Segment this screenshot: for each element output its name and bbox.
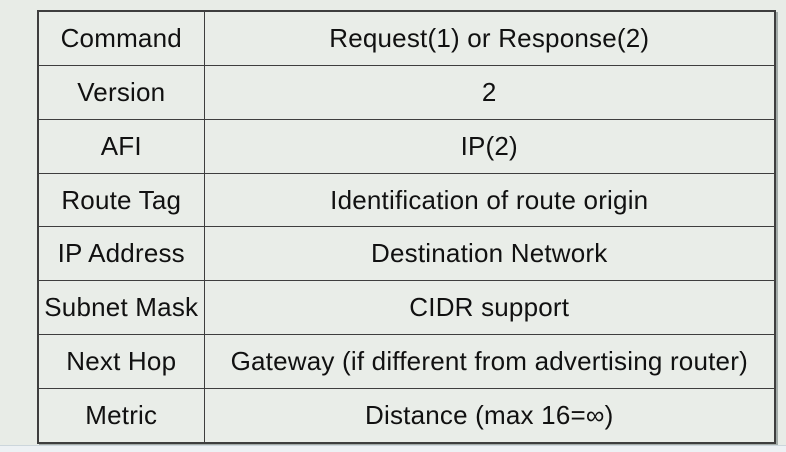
table-row: Route Tag Identification of route origin	[37, 172, 776, 228]
table-row: Metric Distance (max 16=∞)	[37, 387, 776, 444]
field-description-cell: CIDR support	[203, 280, 776, 336]
table-row: Command Request(1) or Response(2)	[37, 10, 776, 67]
field-description-cell: Request(1) or Response(2)	[203, 10, 776, 67]
table-row: IP Address Destination Network	[37, 226, 776, 282]
field-name-cell: Next Hop	[37, 334, 205, 389]
field-description-cell: Identification of route origin	[203, 172, 776, 228]
field-description-cell: IP(2)	[203, 118, 776, 174]
field-name-cell: Route Tag	[37, 172, 205, 228]
field-name-cell: Metric	[37, 387, 205, 444]
field-description-cell: Distance (max 16=∞)	[203, 387, 776, 444]
field-name-cell: Version	[37, 65, 205, 120]
field-name-cell: Subnet Mask	[37, 280, 205, 336]
rip-packet-fields-table: Command Request(1) or Response(2) Versio…	[37, 10, 776, 444]
slide-bottom-edge	[0, 445, 786, 452]
field-name-cell: Command	[37, 10, 205, 67]
table-row: AFI IP(2)	[37, 118, 776, 174]
field-name-cell: AFI	[37, 118, 205, 174]
table-row: Version 2	[37, 65, 776, 120]
field-description-cell: Destination Network	[203, 226, 776, 282]
field-description-cell: Gateway (if different from advertising r…	[203, 334, 776, 389]
table-row: Subnet Mask CIDR support	[37, 280, 776, 336]
field-description-cell: 2	[203, 65, 776, 120]
table-row: Next Hop Gateway (if different from adve…	[37, 334, 776, 389]
field-name-cell: IP Address	[37, 226, 205, 282]
